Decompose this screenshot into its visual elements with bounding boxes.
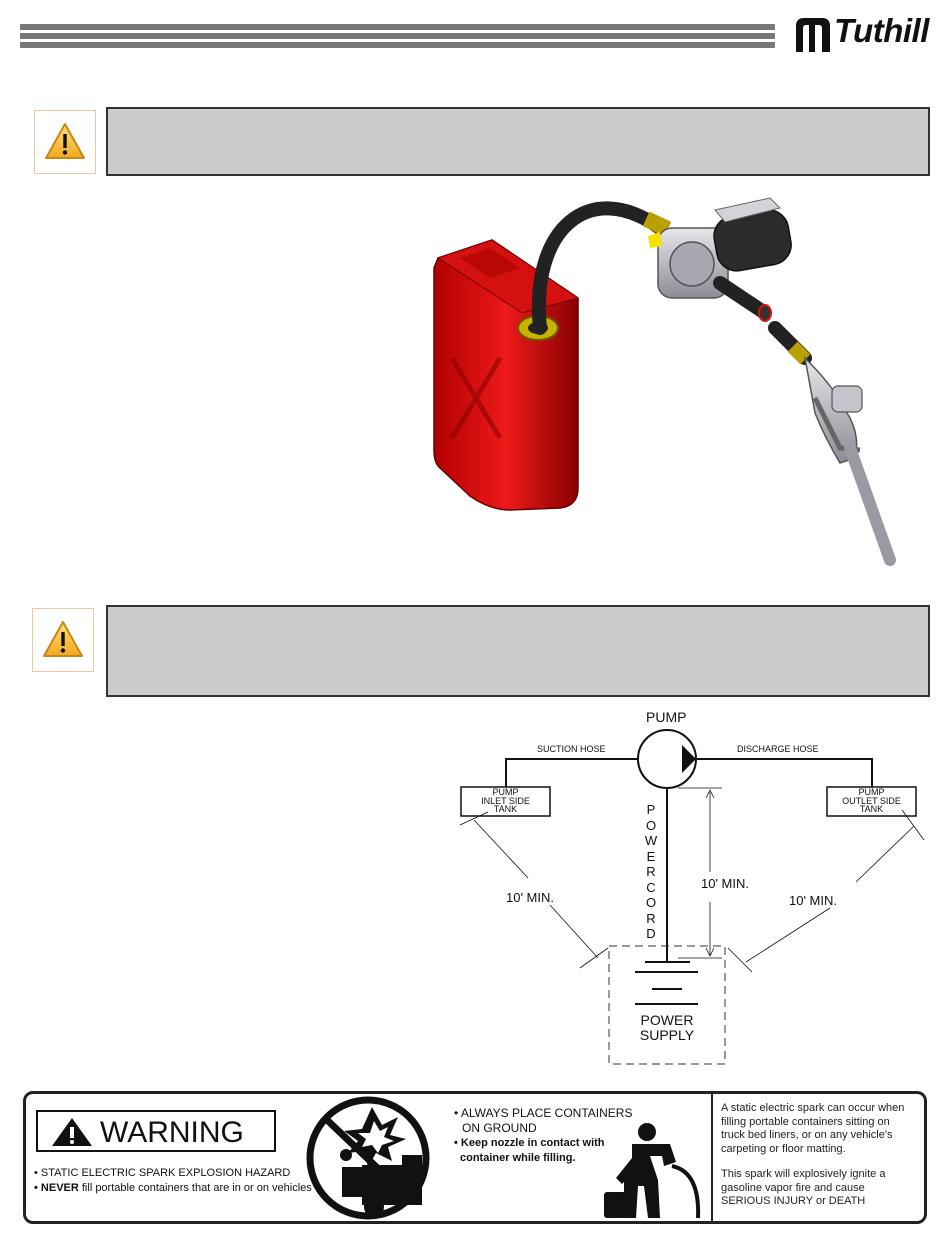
static-spark-explanation: A static electric spark can occur when f… [711, 1094, 924, 1221]
pump-nozzle-fuel-can-illustration [433, 197, 896, 566]
discharge-hose-line [696, 758, 873, 787]
outlet-tank-box [826, 786, 917, 817]
brand-name: Tuthill [834, 12, 929, 49]
suction-hose-label: SUCTION HOSE [537, 744, 606, 754]
discharge-hose-label: DISCHARGE HOSE [737, 744, 819, 754]
caution-icon-2 [32, 608, 94, 672]
brand-logo: Tuthill [794, 12, 934, 56]
center-distance-label: 10' MIN. [701, 876, 749, 891]
inlet-tank-box [460, 786, 551, 817]
no-fill-on-vehicle-icon [306, 1096, 430, 1220]
placement-instructions: • ALWAYS PLACE CONTAINERS ON GROUND • Ke… [454, 1106, 633, 1164]
power-supply-box [608, 945, 726, 1065]
fill-on-ground-icon [604, 1123, 701, 1219]
caution-icon-1 [34, 110, 96, 174]
fuel-nozzle [803, 355, 858, 464]
caution-box-2 [106, 605, 930, 697]
pump-label: PUMP [646, 709, 687, 725]
warning-triangle-icon [52, 1118, 92, 1146]
right-distance-label: 10' MIN. [789, 893, 837, 908]
warning-triangle-icon [45, 123, 85, 159]
static-spark-warning-label: WARNING • STATIC ELECTRIC SPARK EXPLOSIO… [23, 1091, 927, 1224]
suction-hose-line [505, 758, 638, 787]
warning-title-box: WARNING [36, 1110, 276, 1152]
header-rule [20, 24, 775, 51]
warning-bullets: • STATIC ELECTRIC SPARK EXPLOSION HAZARD… [34, 1166, 324, 1196]
discharge-hose [713, 276, 772, 320]
tuthill-logo-icon [796, 18, 830, 52]
caution-box-1 [106, 107, 930, 176]
warning-bullet-2: • NEVER fill portable containers that ar… [34, 1182, 312, 1194]
suction-hose [531, 201, 667, 335]
warning-bullet-1: • STATIC ELECTRIC SPARK EXPLOSION HAZARD [34, 1167, 291, 1179]
warning-triangle-icon [43, 621, 83, 657]
nozzle-spout [844, 442, 896, 566]
warning-title: WARNING [100, 1116, 244, 1149]
left-distance-label: 10' MIN. [506, 890, 554, 905]
